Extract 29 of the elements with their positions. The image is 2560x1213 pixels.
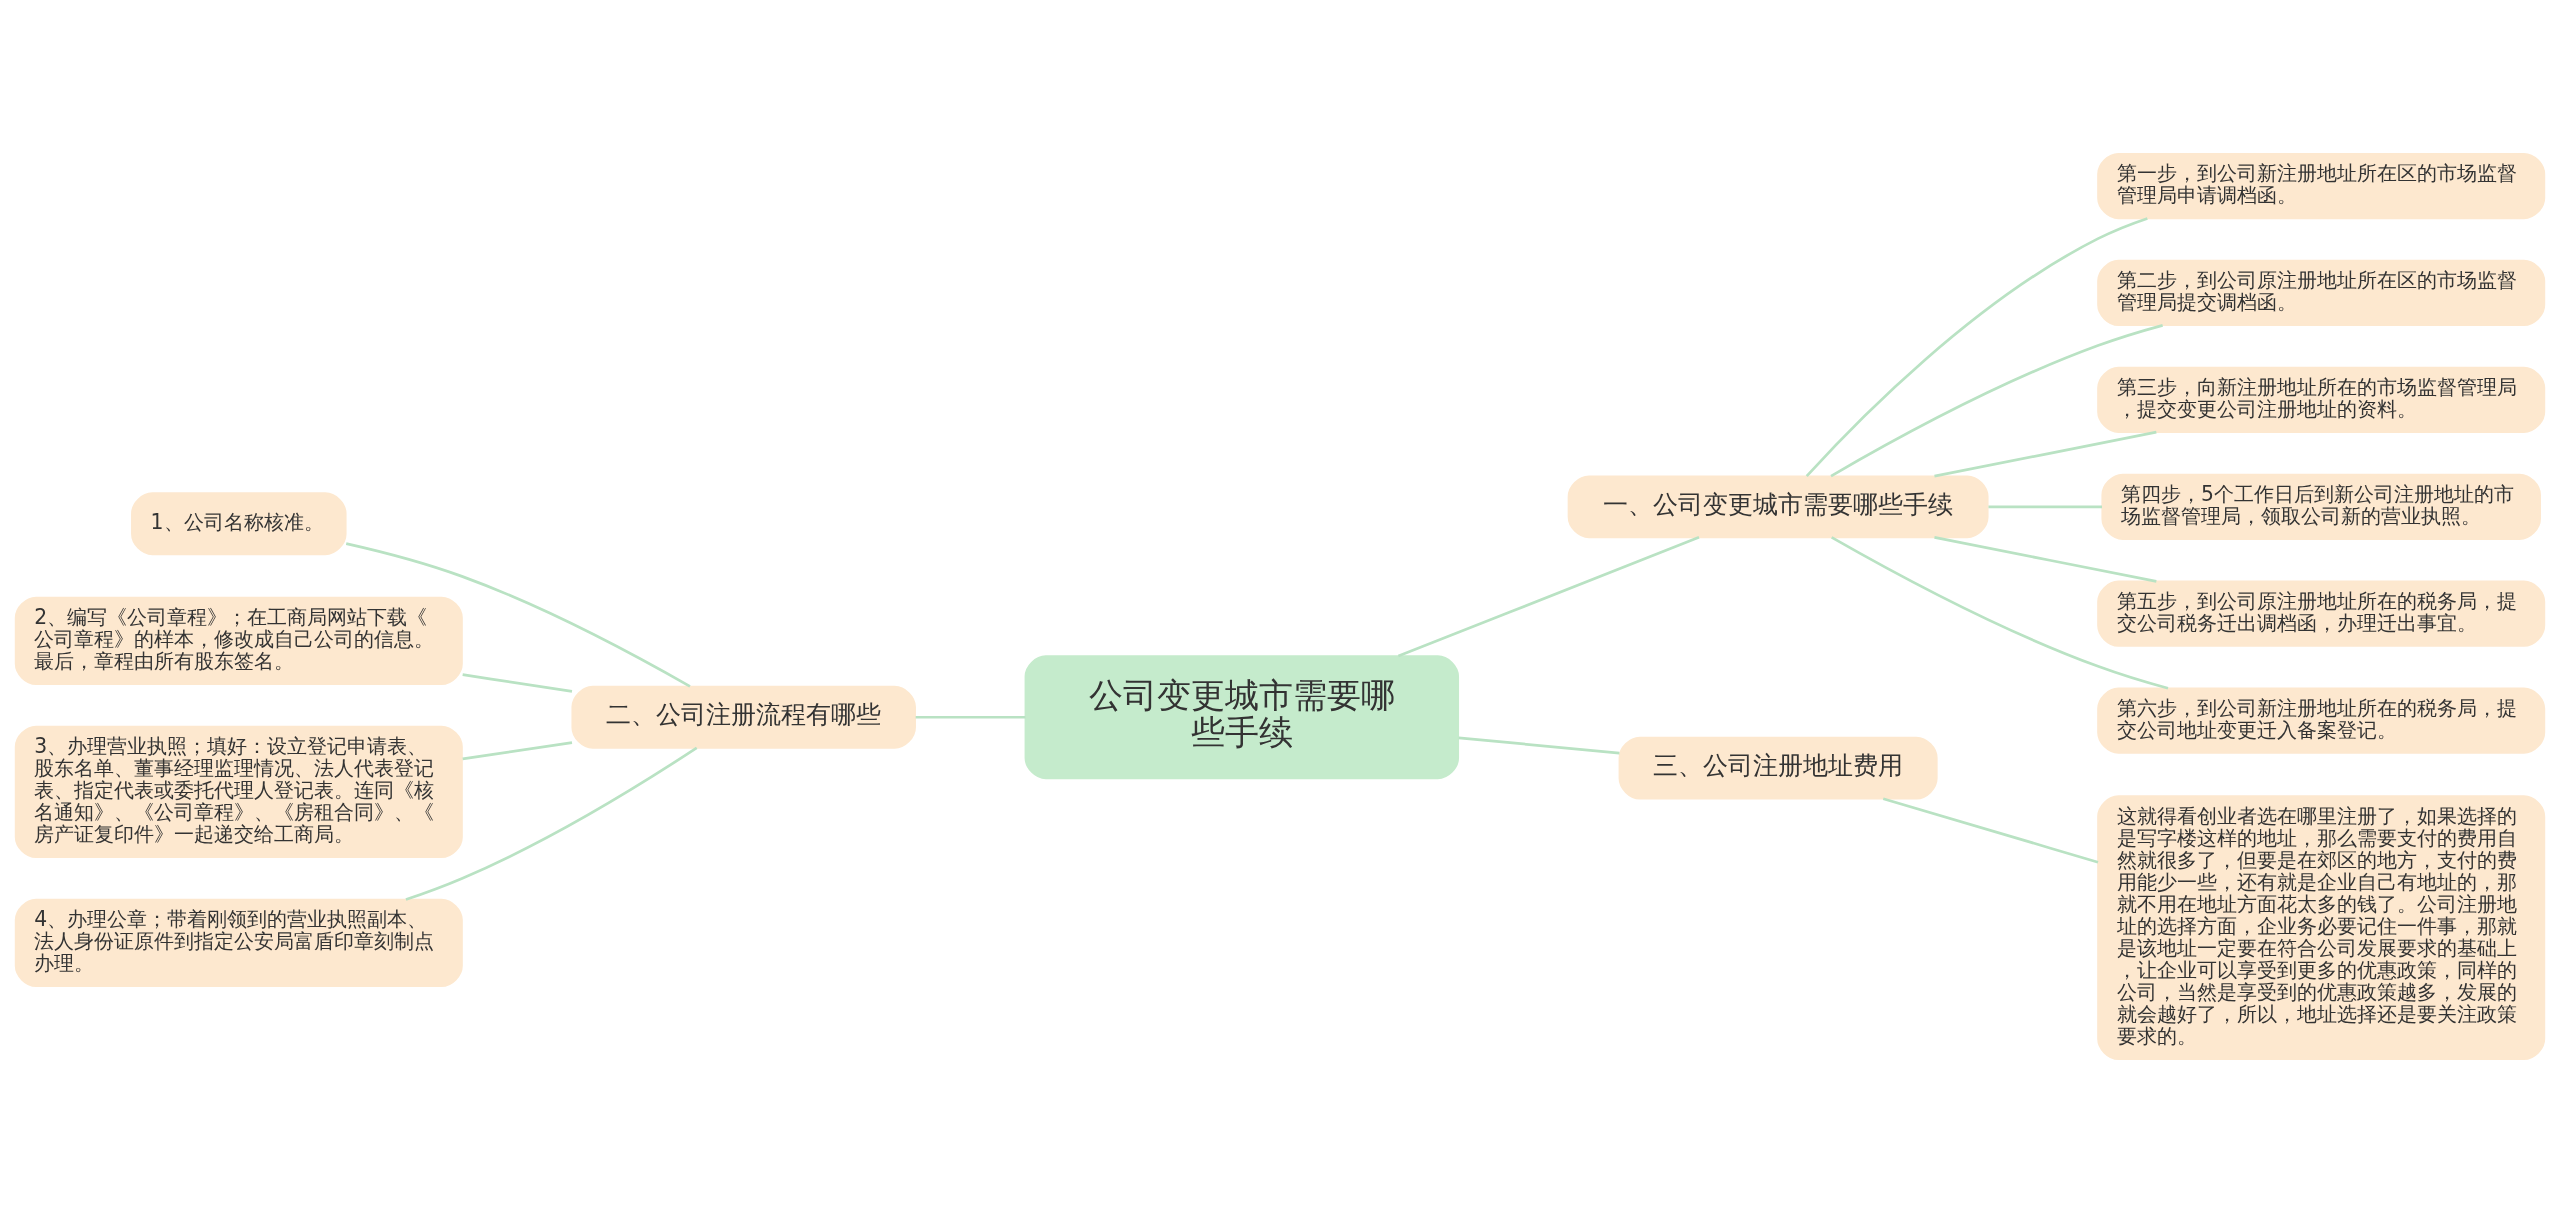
node-box: 公司变更城市需要哪些手续 bbox=[1024, 655, 1460, 780]
node-box: 第四步，5个工作日后到新公司注册地址的市场监督管理局，领取公司新的营业执照。 bbox=[2101, 473, 2541, 540]
connector bbox=[1805, 217, 2148, 478]
connector bbox=[1830, 324, 2163, 478]
node-box: 2、编写《公司章程》；在工商局网站下载《公司章程》的样本，修改成自己公司的信息。最后，章程由所有股东签名。 bbox=[14, 596, 463, 685]
node-box: 4、办理公章；带着刚领到的营业执照副本、法人身份证原件到指定公安局富盾印章刻制点办理。 bbox=[14, 898, 463, 988]
node-box: 二、公司注册流程有哪些 bbox=[571, 685, 916, 749]
node-box: 第三步，向新注册地址所在的市场监督管理局，提交变更公司注册地址的资料。 bbox=[2097, 366, 2546, 433]
connector bbox=[345, 542, 691, 688]
connector bbox=[462, 741, 573, 761]
connector bbox=[1988, 505, 2103, 509]
node-box: 1、公司名称核准。 bbox=[131, 492, 347, 556]
node-box: 三、公司注册地址费用 bbox=[1618, 736, 1938, 800]
node-box: 第五步，到公司原注册地址所在的税务局，提交公司税务迁出调档函，办理迁出事宜。 bbox=[2097, 580, 2546, 647]
node-box: 这就得看创业者选在哪里注册了，如果选择的是写字楼这样的地址，那么需要支付的费用自然就很多了，但要是在郊区的地方，支付的费用能少一些，还有就是企业自己有地址的，那就不用在地址方面花太多的钱了。公司注册地址的选择方面，企业务必要记住一件事，那就是该地址一定要在符合公司发展要求的基础上，让企业可以享受到更多的优惠政策，同样的公司，当然是享受到的优惠政策越多，发展的就会越好了，所以，地址选择还是要关注政策要求的。 bbox=[2097, 795, 2546, 1061]
connector bbox=[1831, 536, 2169, 690]
connector bbox=[1882, 797, 2099, 864]
connector bbox=[1458, 736, 1620, 755]
connector bbox=[1397, 536, 1700, 658]
connector bbox=[462, 673, 573, 693]
node-box: 第一步，到公司新注册地址所在区的市场监督管理局申请调档函。 bbox=[2097, 152, 2546, 220]
node-box: 一、公司变更城市需要哪些手续 bbox=[1567, 475, 1989, 539]
connector bbox=[1934, 536, 2157, 583]
connector bbox=[405, 746, 698, 901]
node-box: 第二步，到公司原注册地址所在区的市场监督管理局提交调档函。 bbox=[2097, 259, 2546, 327]
node-box: 第六步，到公司新注册地址所在的税务局，提交公司地址变更迁入备案登记。 bbox=[2097, 687, 2546, 754]
connector bbox=[915, 715, 1026, 719]
connector bbox=[1934, 430, 2157, 478]
node-box: 3、办理营业执照；填好：设立登记申请表、股东名单、董事经理监理情况、法人代表登记表、指定代表或委托代理人登记表。连同《核名通知》、《公司章程》、《房租合同》、《房产证复印件》一起递交给工商局。 bbox=[14, 725, 463, 859]
